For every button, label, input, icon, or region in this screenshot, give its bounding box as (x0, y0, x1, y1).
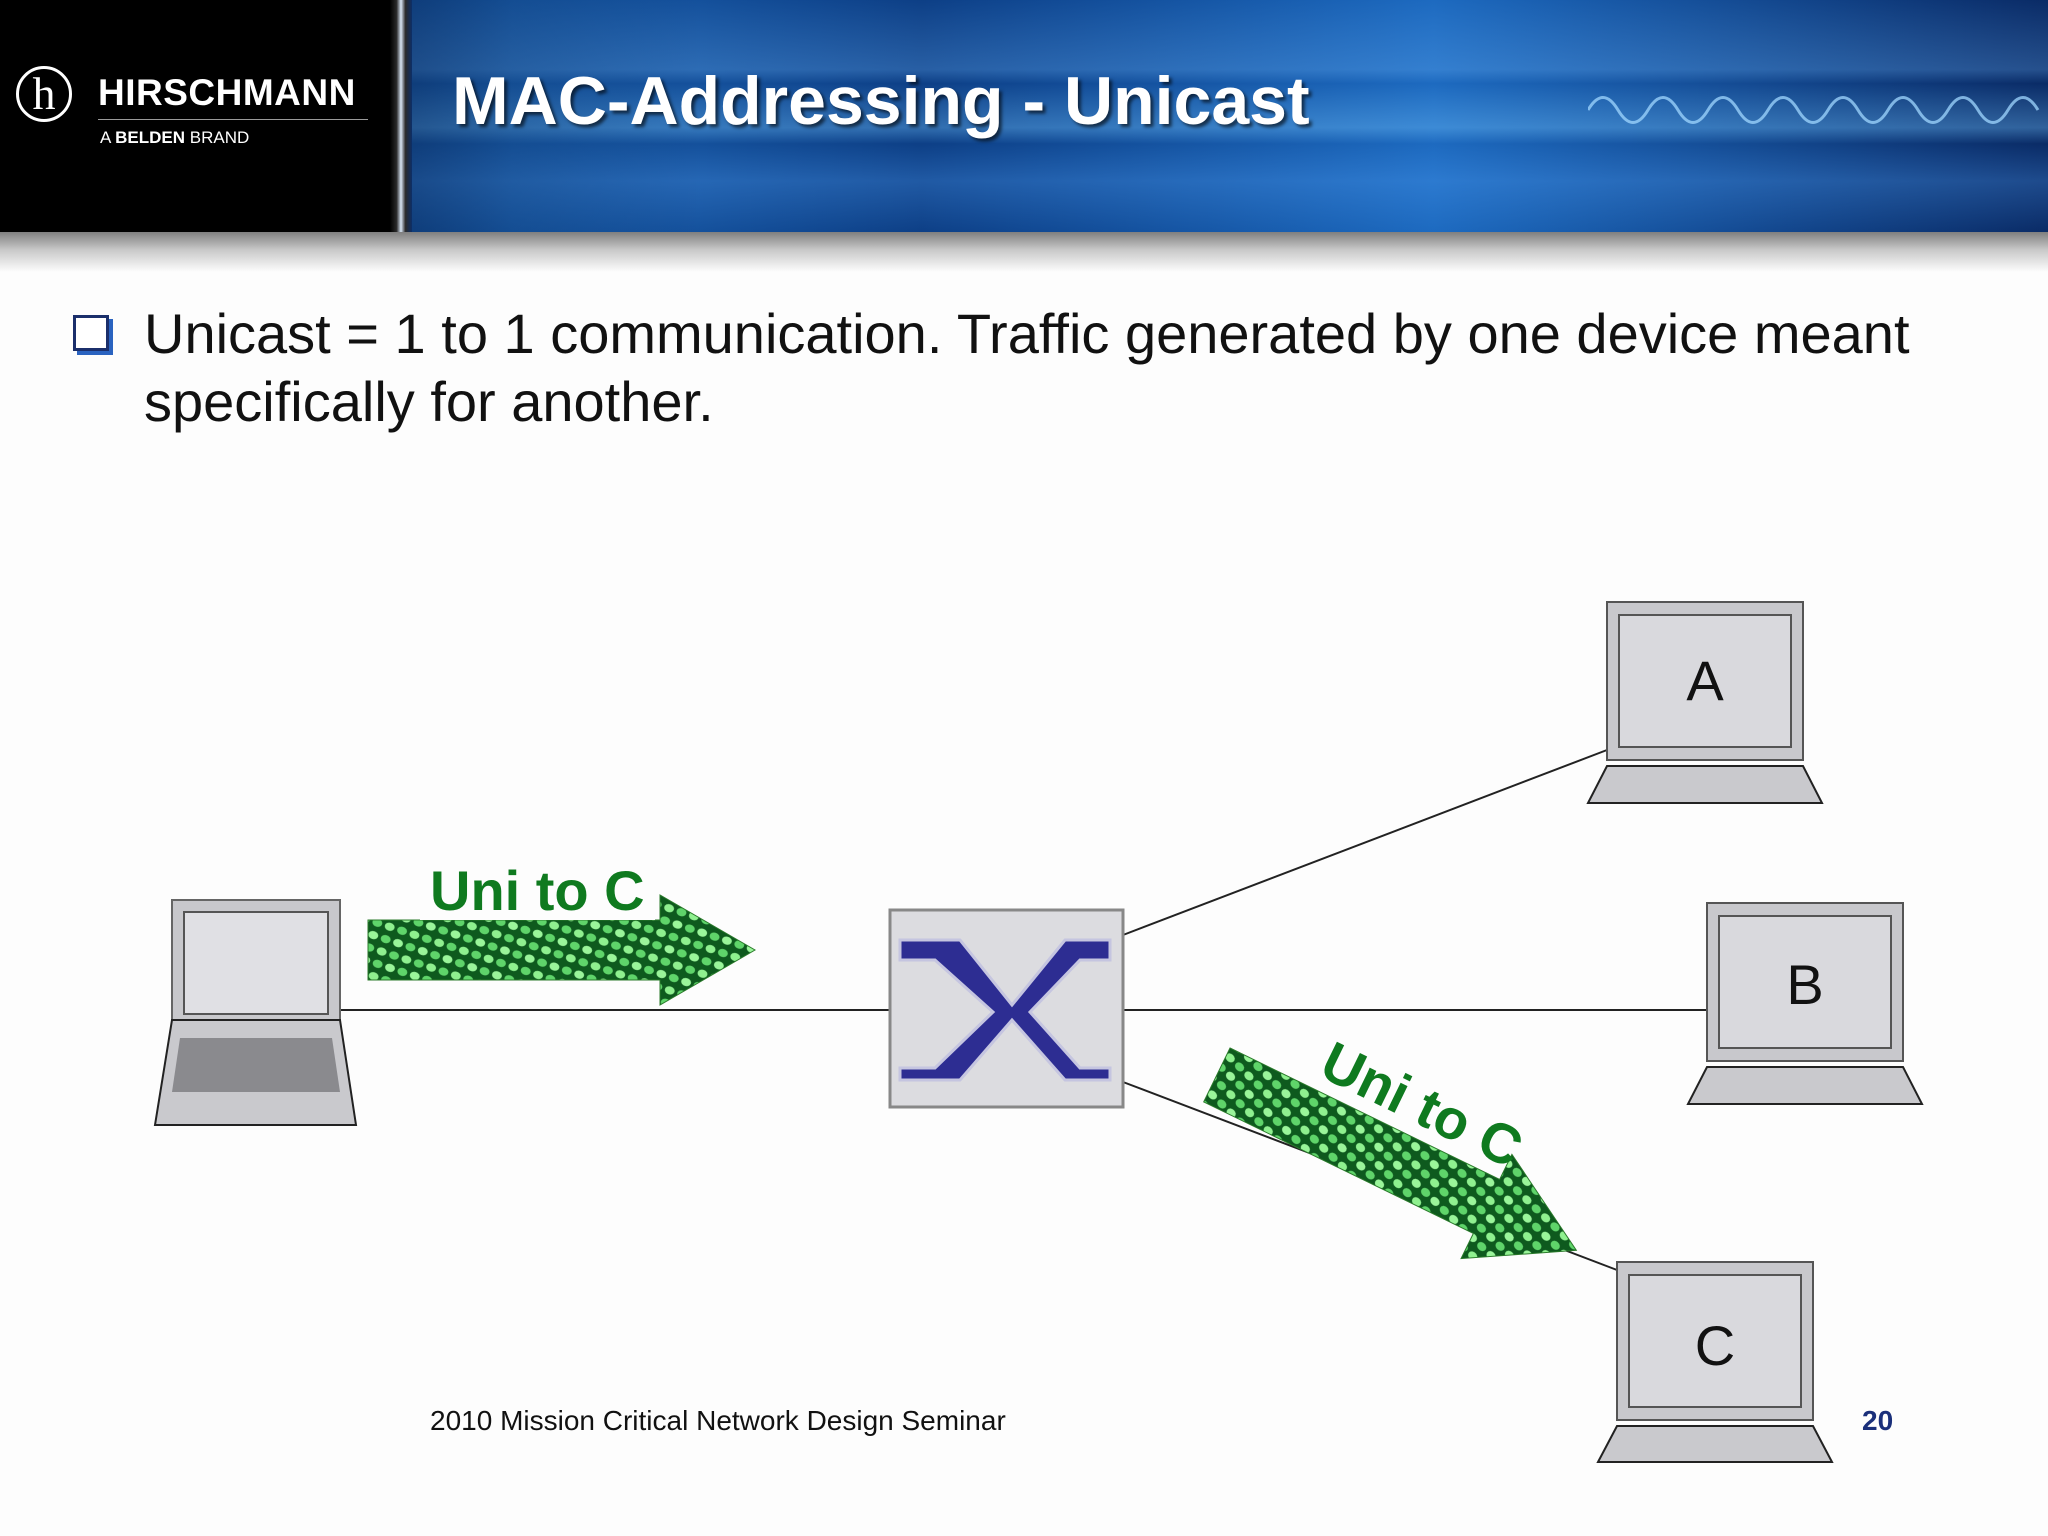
page-number: 20 (1862, 1405, 1894, 1436)
logo-divider (98, 119, 368, 120)
logo-glyph: h (32, 68, 56, 119)
laptop-c-icon: C (1596, 1261, 1834, 1463)
bullet-checkbox-icon (73, 315, 109, 351)
tagline-suffix: BRAND (185, 128, 250, 147)
logo-name: HIRSCHMANN (98, 72, 356, 113)
laptop-a-label: A (1686, 649, 1724, 712)
source-laptop-icon (153, 899, 358, 1126)
header-shadow (0, 232, 2048, 272)
hirschmann-logo-icon: h (16, 66, 72, 122)
wave-graphic (1588, 96, 2040, 124)
arrow-1-label: Uni to C (430, 859, 645, 922)
laptop-c-label: C (1695, 1314, 1735, 1377)
laptop-a-icon: A (1586, 601, 1824, 804)
link-switch-a (1122, 749, 1608, 936)
logo-tagline: A BELDEN BRAND (100, 128, 249, 148)
laptop-b-icon: B (1686, 902, 1924, 1105)
unicast-arrow-2: Uni to C (1203, 1029, 1578, 1260)
unicast-arrow-1: Uni to C (367, 858, 756, 1006)
laptop-b-label: B (1786, 953, 1823, 1016)
tagline-brand: BELDEN (115, 128, 186, 147)
footer-text: 2010 Mission Critical Network Design Sem… (430, 1405, 1006, 1436)
logo-separator (390, 0, 412, 232)
logo-block: h HIRSCHMANN A BELDEN BRAND (0, 0, 390, 232)
bullet-text: Unicast = 1 to 1 communication. Traffic … (144, 302, 1910, 433)
tagline-prefix: A (100, 128, 116, 147)
slide-title: MAC-Addressing - Unicast (452, 63, 1310, 139)
switch-icon (888, 908, 1125, 1109)
